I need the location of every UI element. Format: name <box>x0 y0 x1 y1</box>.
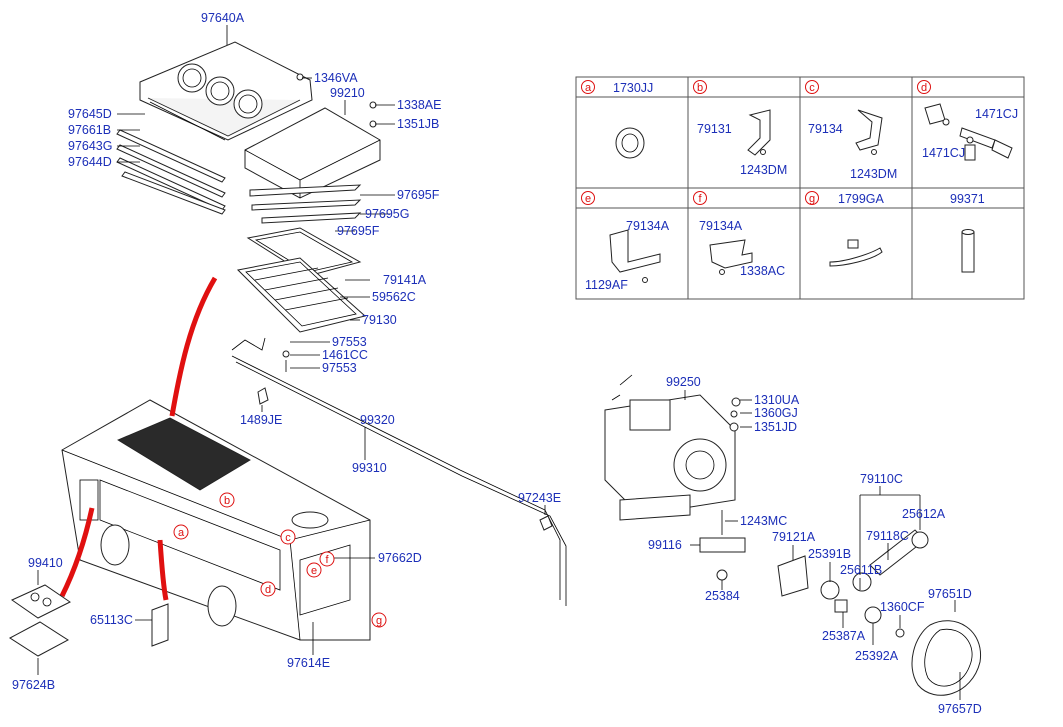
callout-f: f <box>325 554 329 566</box>
sleeve-icon <box>961 229 975 273</box>
evaporator-case <box>244 107 381 199</box>
label-1310UA: 1310UA <box>754 393 800 407</box>
label-97553-b: 97553 <box>322 361 357 375</box>
label-1360GJ: 1360GJ <box>754 406 798 420</box>
label-79141A: 79141A <box>383 273 427 287</box>
return-grille <box>236 257 367 333</box>
table-header-g: 1799GA <box>838 192 885 206</box>
cable-tie-icon <box>829 239 883 267</box>
detail-table: a b c d e f g 1730JJ 79134A 79134A 1799G… <box>575 76 1025 300</box>
table-letter-f: f <box>698 193 702 205</box>
table-letter-a: a <box>585 82 592 94</box>
table-header-e: 79134A <box>626 219 670 233</box>
grommet-icon <box>615 127 645 159</box>
label-99116: 99116 <box>648 538 682 552</box>
label-1489JE: 1489JE <box>240 413 282 427</box>
red-arrows <box>59 276 218 601</box>
compressor-bolts <box>699 397 746 581</box>
label-1360CF: 1360CF <box>880 600 925 614</box>
label-25611B: 25611B <box>840 563 882 577</box>
compressor <box>604 374 736 521</box>
label-1351JB: 1351JB <box>397 117 439 131</box>
label-97645D: 97645D <box>68 107 112 121</box>
table-header-99371: 99371 <box>950 192 985 206</box>
label-25384: 25384 <box>705 589 740 603</box>
bracket-c-icon <box>855 109 883 155</box>
label-97695F-a: 97695F <box>397 188 440 202</box>
label-97243E: 97243E <box>518 491 561 505</box>
bracket-f-icon <box>709 239 753 275</box>
label-79110C: 79110C <box>860 472 903 486</box>
screws-small <box>282 73 377 372</box>
table-label-1471CJ-b: 1471CJ <box>922 146 965 160</box>
label-97662D: 97662D <box>378 551 422 565</box>
tensioner-assembly <box>777 529 929 638</box>
label-99320: 99320 <box>360 413 395 427</box>
label-97657D: 97657D <box>938 702 982 716</box>
label-97695G: 97695G <box>365 207 409 221</box>
label-25612A: 25612A <box>902 507 946 521</box>
table-letter-g: g <box>809 193 815 205</box>
seal-strips <box>116 129 362 224</box>
tee-fitting-icon <box>924 103 1013 161</box>
label-97624B: 97624B <box>12 678 55 692</box>
bracket-e-icon <box>609 229 661 283</box>
roof-ac-cover <box>139 41 313 141</box>
mount-bracket <box>151 603 169 647</box>
label-97644D: 97644D <box>68 155 112 169</box>
table-label-1129AF: 1129AF <box>585 278 628 292</box>
label-25387A: 25387A <box>822 629 866 643</box>
table-letter-e: e <box>585 193 591 205</box>
callout-a: a <box>178 527 185 539</box>
label-79118C: 79118C <box>866 529 909 543</box>
label-79130: 79130 <box>362 313 397 327</box>
label-97695F-b: 97695F <box>337 224 380 238</box>
label-97651D: 97651D <box>928 587 972 601</box>
table-letter-c: c <box>809 82 815 94</box>
label-65113C: 65113C <box>90 613 133 627</box>
table-label-79131: 79131 <box>697 122 732 136</box>
table-label-1243DM-b: 1243DM <box>740 163 787 177</box>
table-letter-d: d <box>921 82 927 94</box>
label-97643G: 97643G <box>68 139 112 153</box>
table-letter-b: b <box>697 82 703 94</box>
table-header-a: 1730JJ <box>613 81 653 95</box>
label-1461CC: 1461CC <box>322 348 368 362</box>
label-25391B: 25391B <box>808 547 851 561</box>
drive-belts <box>911 620 981 696</box>
label-25392A: 25392A <box>855 649 899 663</box>
part-labels: 97640A 1346VA 99210 1338AE 1351JB 97645D… <box>12 11 982 716</box>
leader-lines <box>37 25 961 700</box>
table-label-1471CJ-a: 1471CJ <box>975 107 1018 121</box>
label-97661B: 97661B <box>68 123 111 137</box>
bracket-b-icon <box>747 109 771 156</box>
bus-callouts: a b c d e f g <box>173 492 387 628</box>
label-97640A: 97640A <box>201 11 245 25</box>
label-99210: 99210 <box>330 86 365 100</box>
callout-c: c <box>285 532 291 544</box>
control-panel <box>9 584 71 657</box>
label-1338AE: 1338AE <box>397 98 441 112</box>
label-1346VA: 1346VA <box>314 71 358 85</box>
label-99250: 99250 <box>666 375 701 389</box>
label-1351JD: 1351JD <box>754 420 797 434</box>
table-label-79134: 79134 <box>808 122 843 136</box>
label-59562C: 59562C <box>372 290 416 304</box>
callout-e: e <box>311 565 317 577</box>
callout-d: d <box>265 584 271 596</box>
table-label-1243DM-c: 1243DM <box>850 167 897 181</box>
table-header-f: 79134A <box>699 219 743 233</box>
bus-body <box>61 399 371 641</box>
label-97614E: 97614E <box>287 656 330 670</box>
label-1243MC: 1243MC <box>740 514 787 528</box>
label-99310: 99310 <box>352 461 387 475</box>
callout-b: b <box>224 495 230 507</box>
table-label-1338AC: 1338AC <box>740 264 785 278</box>
callout-g: g <box>376 615 382 627</box>
label-79121A: 79121A <box>772 530 816 544</box>
label-99410: 99410 <box>28 556 63 570</box>
label-97553-a: 97553 <box>332 335 367 349</box>
